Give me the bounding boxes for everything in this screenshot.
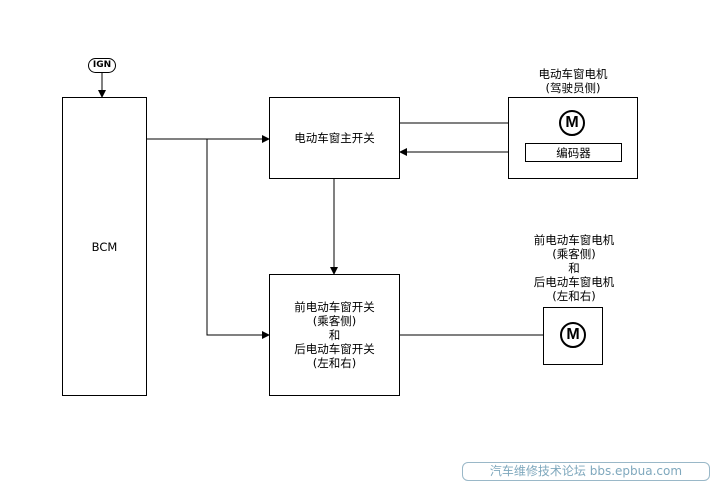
bcm-to-sub-switch-line <box>206 139 270 339</box>
other-motor-icon: M <box>560 322 586 348</box>
master-switch-block: 电动车窗主开关 <box>269 97 400 179</box>
sub-switch-label: 前电动车窗开关 (乘客侧) 和 后电动车窗开关 (左和右) <box>294 300 375 370</box>
driver-motor-caption: 电动车窗电机 (驾驶员侧) <box>538 67 608 95</box>
bcm-label: BCM <box>91 239 118 254</box>
ign-terminal: IGN <box>88 58 116 73</box>
encoder-block: 编码器 <box>525 143 622 162</box>
encoder-label: 编码器 <box>556 145 591 160</box>
sub-switch-block: 前电动车窗开关 (乘客侧) 和 后电动车窗开关 (左和右) <box>269 274 400 396</box>
forum-watermark: 汽车维修技术论坛 bbs.epbua.com <box>462 462 710 481</box>
master-switch-label: 电动车窗主开关 <box>294 131 375 145</box>
bcm-block: BCM <box>62 97 147 396</box>
driver-motor-icon: M <box>559 110 585 136</box>
other-motor-caption: 前电动车窗电机 (乘客侧) 和 后电动车窗电机 (左和右) <box>533 233 615 303</box>
